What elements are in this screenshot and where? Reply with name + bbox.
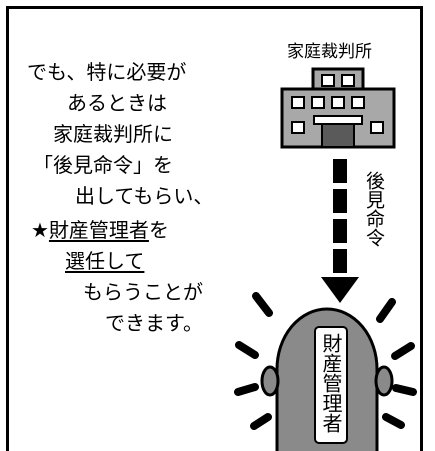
emphasis-lines xyxy=(234,292,417,430)
order-label: 後見命令 xyxy=(363,171,385,247)
narration-line-3: 家庭裁判所に xyxy=(53,122,173,146)
narration-line-9: できます。 xyxy=(105,311,203,335)
order-arrow xyxy=(321,159,359,303)
narration-line-4: 「後見命令」を xyxy=(33,153,173,177)
window xyxy=(321,74,335,87)
property-manager-term: 財産管理者 xyxy=(48,218,149,242)
narration-line-2: あるときは xyxy=(67,91,167,115)
window xyxy=(331,96,345,109)
window xyxy=(370,121,384,134)
narration-line-6: ★財産管理者を xyxy=(31,218,169,242)
star-icon: ★ xyxy=(31,218,49,242)
narration-line-5: 出してもらい、 xyxy=(75,184,214,208)
entrance-canopy xyxy=(313,115,363,125)
narration-line-8: もらうことが xyxy=(83,280,203,304)
window xyxy=(351,96,365,109)
person-badge: 財産管理者 xyxy=(319,333,343,433)
narration-line-1: でも、特に必要が xyxy=(27,60,187,84)
narration-line-7: 選任して xyxy=(65,249,145,273)
comic-panel: でも、特に必要が あるときは 家庭裁判所に 「後見命令」を 出してもらい、 ★財… xyxy=(6,6,423,451)
window xyxy=(291,96,305,109)
window xyxy=(311,96,325,109)
badge-box xyxy=(314,326,348,444)
illustration xyxy=(234,67,417,451)
person-head-icon xyxy=(260,307,394,451)
window xyxy=(291,121,305,134)
window xyxy=(341,74,355,87)
arrow-head xyxy=(321,277,359,303)
entrance-door xyxy=(321,123,355,148)
court-label: 家庭裁判所 xyxy=(287,42,372,62)
courthouse-icon xyxy=(280,67,396,149)
